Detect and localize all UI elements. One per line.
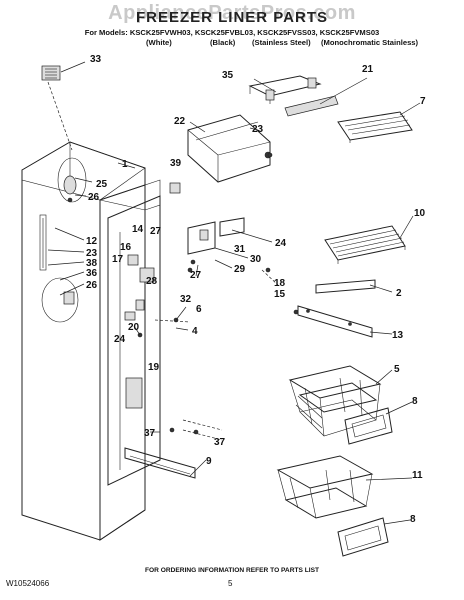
callout-20: 20: [128, 322, 140, 333]
part-8-handle-lower: [337, 517, 389, 557]
part-39-clip: [169, 182, 181, 194]
callout-24: 24: [275, 238, 287, 249]
callout-15: 15: [274, 289, 286, 300]
variant-stainless: (Stainless Steel): [252, 38, 311, 47]
callout-10: 10: [414, 208, 426, 219]
variant-white: (White): [146, 38, 172, 47]
variant-monochromatic: (Monochromatic Stainless): [321, 38, 419, 47]
part-13-slide-rail: [297, 305, 373, 338]
part-8-handle-lower-inner: [344, 525, 382, 551]
part-7-shelf: [337, 111, 413, 143]
callout-5: 5: [394, 364, 400, 375]
part-21-light-lens: [284, 95, 339, 117]
callout-18: 18: [274, 278, 286, 289]
callout-8: 8: [412, 396, 418, 407]
assembly-lines: [154, 269, 279, 441]
callout-12: 12: [86, 236, 98, 247]
variant-black: (Black): [210, 38, 236, 47]
callout-39: 39: [170, 158, 182, 169]
page-title: FREEZER LINER PARTS: [135, 9, 329, 26]
callout-22: 22: [174, 116, 186, 127]
document-number: W10524066: [6, 579, 50, 588]
part-29-bracket: [187, 221, 216, 265]
callout-37-b: 37: [214, 437, 226, 448]
callout-11: 11: [412, 470, 423, 481]
callout-6: 6: [196, 304, 202, 315]
part-5-basket: [288, 365, 382, 437]
callout-19: 19: [148, 362, 160, 373]
callout-27: 27: [150, 226, 162, 237]
callout-2: 2: [396, 288, 402, 299]
part-22-housing: [187, 114, 272, 183]
callout-32: 32: [180, 294, 192, 305]
part-8-handle-upper-inner: [351, 414, 387, 438]
callout-9: 9: [206, 456, 212, 467]
model-list: For Models: KSCK25FVWH03, KSCK25FVBL03, …: [84, 28, 380, 37]
callout-13: 13: [392, 330, 404, 341]
callout-4: 4: [192, 326, 198, 337]
callout-37: 37: [144, 428, 156, 439]
callout-17: 17: [112, 254, 124, 265]
part-33-vent: [41, 61, 86, 151]
callout-27-b: 27: [190, 270, 202, 281]
page-number: 5: [228, 579, 233, 588]
callout-33: 33: [90, 54, 102, 65]
callout-25: 25: [96, 179, 108, 190]
callout-14: 14: [132, 224, 144, 235]
part-31-bracket: [219, 217, 245, 237]
callout-31: 31: [234, 244, 246, 255]
callout-7: 7: [420, 96, 426, 107]
part-35-light-cover: [248, 75, 322, 104]
part-11-lower-basket: [276, 455, 374, 519]
callout-26-b: 26: [86, 280, 98, 291]
callout-1: 1: [122, 159, 128, 170]
callout-29: 29: [234, 264, 246, 275]
callout-23-b: 23: [86, 248, 98, 259]
callout-38: 38: [86, 258, 98, 269]
callout-30: 30: [250, 254, 262, 265]
callout-21: 21: [362, 64, 374, 75]
callout-26: 26: [88, 192, 100, 203]
callout-numbers: 33 35 21 7 22 23 1 39 25 26 10 12 23 38 …: [86, 54, 426, 525]
callout-23: 23: [252, 124, 264, 135]
part-2-rail: [315, 279, 376, 294]
ordering-note: FOR ORDERING INFORMATION REFER TO PARTS …: [145, 567, 319, 574]
watermark: AppliancePartsPros.com: [108, 2, 356, 24]
part-1-freezer-liner: [21, 141, 161, 541]
callout-16: 16: [120, 242, 132, 253]
center-divider-panel: [107, 195, 161, 486]
leader-lines: [47, 77, 421, 525]
callout-24-b: 24: [114, 334, 126, 345]
part-10-wire-shelf: [324, 225, 406, 264]
part-8-handle-upper: [344, 407, 393, 445]
screws: [67, 152, 299, 435]
callout-36: 36: [86, 268, 98, 279]
callout-35: 35: [222, 70, 234, 81]
part-9-bottom-trim: [124, 447, 196, 479]
callout-8-b: 8: [410, 514, 416, 525]
callout-28: 28: [146, 276, 158, 287]
